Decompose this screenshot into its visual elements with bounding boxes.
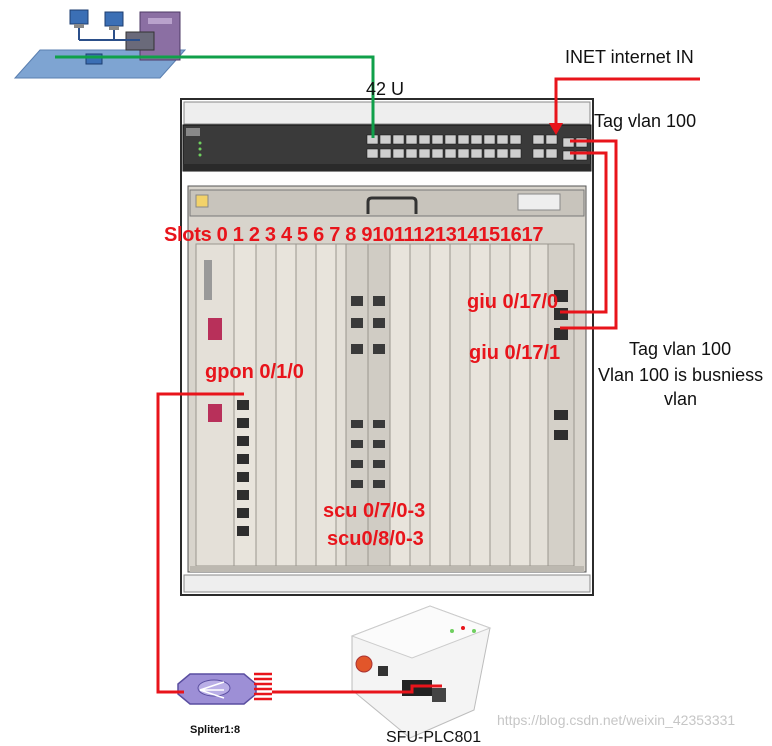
business-vlan-label-line2: vlan — [664, 389, 698, 409]
splitter-to-ont-link — [272, 684, 442, 694]
green-internet-link — [55, 55, 375, 138]
inet-in-label: INET internet IN — [565, 47, 694, 67]
giu-0-label: giu 0/17/0 — [467, 291, 559, 313]
olt-chassis — [187, 185, 587, 573]
tag-vlan-link-1 — [560, 139, 618, 330]
tag-vlan-link-2 — [560, 151, 608, 314]
rack-units-label: 42 U — [366, 79, 405, 99]
slots-label: Slots 0 1 2 3 4 5 6 7 8 9101112131415161… — [164, 224, 544, 246]
ont-device-icon — [350, 605, 492, 739]
links — [55, 55, 700, 694]
gpon-port-label: gpon 0/1/0 — [205, 361, 304, 383]
splitter-label: Spliter1:8 — [190, 724, 241, 736]
scu-8-label: scu0/8/0-3 — [327, 528, 424, 550]
gpon-to-splitter-link — [156, 392, 244, 694]
inet-uplink-arrow — [554, 77, 700, 125]
network-workstations-icon — [13, 9, 187, 79]
scu-7-label: scu 0/7/0-3 — [323, 500, 426, 522]
business-vlan-label-line1: Vlan 100 is busniess — [598, 365, 764, 385]
giu-1-label: giu 0/17/1 — [469, 342, 561, 364]
watermark: https://blog.csdn.net/weixin_42353331 — [497, 712, 736, 728]
tag-vlan-top-label: Tag vlan 100 — [594, 111, 697, 131]
ont-label: SFU-PLC801 — [386, 729, 482, 746]
tag-vlan-mid-label: Tag vlan 100 — [629, 339, 732, 359]
splitter-icon — [177, 672, 272, 705]
ethernet-switch-icon — [182, 124, 592, 172]
